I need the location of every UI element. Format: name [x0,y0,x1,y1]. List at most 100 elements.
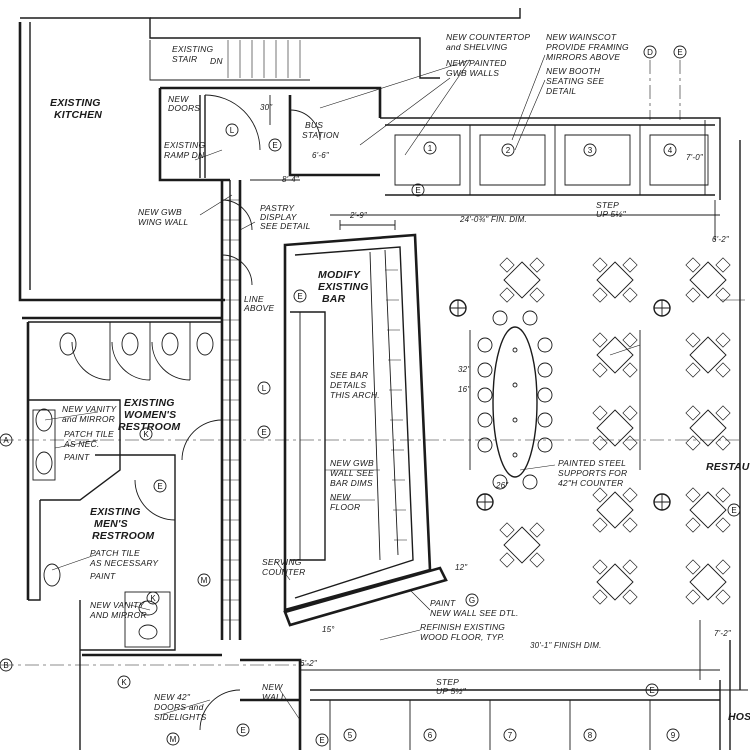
chair [529,522,545,538]
chair [715,287,731,303]
womens-restroom-label-3: RESTROOM [118,421,180,433]
mens-restroom-label-2: MEN'S [94,518,128,530]
chair [592,332,608,348]
chair [685,435,701,451]
svg-text:1: 1 [428,144,433,153]
svg-text:6'-6": 6'-6" [312,151,330,160]
chair [715,332,731,348]
dining-table [685,332,731,378]
svg-text:L: L [262,384,267,393]
bar-counter [283,233,448,627]
svg-text:NEW: NEW [330,492,351,502]
svg-text:16": 16" [458,385,471,394]
svg-text:K: K [143,430,149,439]
chair [622,559,638,575]
svg-text:STEP: STEP [436,677,459,687]
svg-text:M: M [201,576,208,585]
svg-text:PATCH TILE: PATCH TILE [90,548,140,558]
womens-restroom-label-1: EXISTING [124,397,175,409]
annotation-notes: NEW DOORS EXISTING RAMP DN NEW GWB WING … [62,32,629,722]
svg-text:2: 2 [506,146,511,155]
svg-text:FLOOR: FLOOR [330,502,360,512]
svg-text:DOORS and: DOORS and [154,702,204,712]
chair [685,517,701,533]
chair [499,552,515,568]
bar-label-1: MODIFY [318,269,361,281]
chair [592,589,608,605]
svg-text:K: K [150,594,156,603]
svg-text:5: 5 [348,731,353,740]
svg-text:E: E [157,482,162,491]
chair [685,487,701,503]
chair [592,362,608,378]
chair [622,435,638,451]
svg-text:E: E [240,726,245,735]
svg-text:LINE: LINE [244,294,264,304]
dining-table [592,332,638,378]
chair [622,332,638,348]
svg-text:PROVIDE FRAMING: PROVIDE FRAMING [546,42,629,52]
svg-text:6: 6 [428,731,433,740]
chair [499,287,515,303]
svg-text:30'-1" FINISH DIM.: 30'-1" FINISH DIM. [530,641,602,650]
chair [529,287,545,303]
chair [622,589,638,605]
svg-text:E: E [731,506,736,515]
svg-text:E: E [319,736,324,745]
svg-text:AND MIRROR: AND MIRROR [89,610,147,620]
chair [592,405,608,421]
kitchen-label-2: KITCHEN [54,109,102,121]
svg-text:M: M [170,735,177,744]
svg-text:3: 3 [588,146,593,155]
dining-table [685,559,731,605]
svg-text:E: E [415,186,420,195]
dining-table [685,257,731,303]
svg-text:and MIRROR: and MIRROR [62,414,115,424]
room-labels: EXISTING KITCHEN EXISTING STAIR DN EXIST… [50,44,750,723]
chair [715,435,731,451]
chair [685,559,701,575]
svg-text:SUPPORTS FOR: SUPPORTS FOR [558,468,627,478]
chair [592,287,608,303]
svg-text:WOOD FLOOR, TYP.: WOOD FLOOR, TYP. [420,632,505,642]
dining-table [592,487,638,533]
svg-text:WING WALL: WING WALL [138,217,188,227]
svg-text:STEP: STEP [596,200,619,210]
stair-label-2: STAIR [172,54,197,64]
chair [592,487,608,503]
svg-text:32": 32" [458,365,471,374]
svg-text:and SHELVING: and SHELVING [446,42,508,52]
dimension-labels: 30" 6'-6" 8'-4" 2'-9" 24'-0¾" FIN. DIM. … [260,103,732,668]
bar-label-2: EXISTING [318,281,369,293]
svg-text:UP 5½": UP 5½" [596,209,627,219]
svg-text:THIS ARCH.: THIS ARCH. [330,390,380,400]
chair [715,362,731,378]
door-swings [199,94,321,731]
svg-text:COUNTER: COUNTER [262,567,305,577]
svg-text:8: 8 [588,731,593,740]
svg-text:NEW: NEW [262,682,283,692]
svg-text:REFINISH EXISTING: REFINISH EXISTING [420,622,505,632]
svg-text:K: K [121,678,127,687]
stair-label-1: EXISTING [172,44,213,54]
svg-text:8'-4": 8'-4" [282,175,300,184]
restroom-fixtures [32,332,223,648]
svg-text:PATCH TILE: PATCH TILE [64,429,114,439]
svg-text:DETAILS: DETAILS [330,380,366,390]
svg-text:6'-2": 6'-2" [712,235,730,244]
dining-tables [499,257,731,605]
svg-text:SEE DETAIL: SEE DETAIL [260,221,311,231]
chair [622,362,638,378]
svg-text:NEW 42": NEW 42" [154,692,191,702]
chair [715,517,731,533]
svg-text:BAR DIMS: BAR DIMS [330,478,373,488]
leader-lines [44,54,745,721]
svg-text:EXISTING: EXISTING [164,140,205,150]
chair [499,522,515,538]
svg-text:NEW WAINSCOT: NEW WAINSCOT [546,32,617,42]
svg-text:G: G [469,596,475,605]
chair [715,257,731,273]
chair [622,487,638,503]
svg-text:PAINT: PAINT [64,452,90,462]
svg-text:2'-9": 2'-9" [349,211,368,220]
